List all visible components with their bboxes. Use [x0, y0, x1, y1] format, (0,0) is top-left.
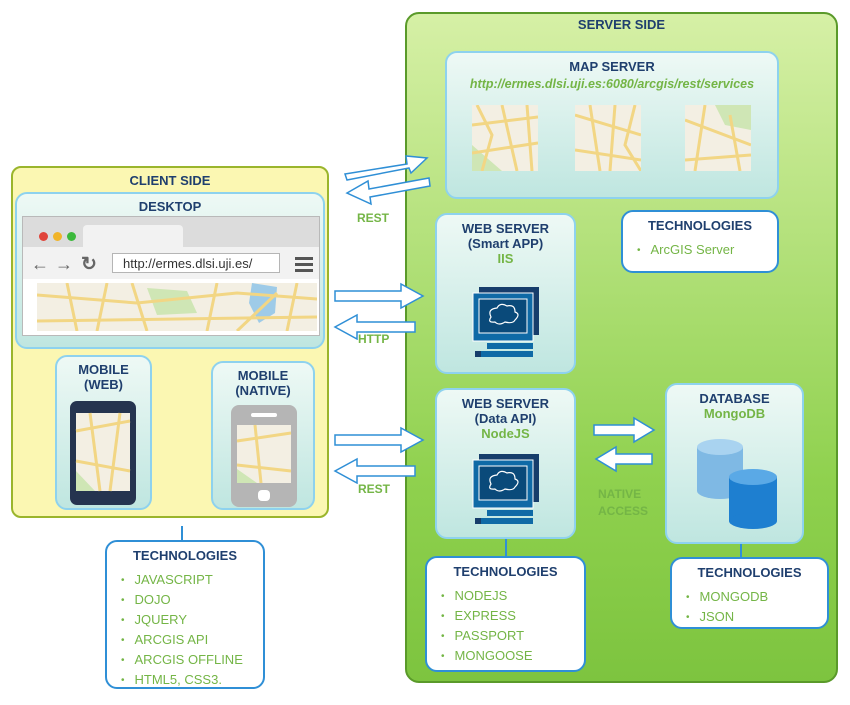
http-arrows [333, 282, 425, 340]
tech-item: MONGOOSE [441, 647, 584, 667]
web-server-title: WEB SERVER [461, 221, 550, 236]
rest-data-arrows [333, 426, 425, 484]
tech-title: TECHNOLOGIES [453, 564, 558, 579]
web-server-subtitle: (Data API) [474, 411, 537, 426]
tech-item: PASSPORT [441, 627, 584, 647]
maximize-dot-icon[interactable] [67, 232, 76, 241]
tech-item: ArcGIS Server [637, 241, 777, 261]
map-server-box: MAP SERVER http://ermes.dlsi.uji.es:6080… [445, 51, 779, 199]
database-cylinder-icon [697, 439, 777, 529]
rest-data-label: REST [358, 482, 391, 496]
desktop-box: DESKTOP ← → ↻ http://ermes.dlsi.uji.es/ [15, 192, 325, 349]
tech-item: JQUERY [121, 611, 263, 631]
rest-map-label: REST [357, 211, 390, 225]
close-dot-icon[interactable] [39, 232, 48, 241]
mobile-native-box: MOBILE (NATIVE) [211, 361, 315, 510]
server-computer-icon [472, 454, 539, 524]
desktop-title: DESKTOP [138, 199, 202, 214]
smartphone-icon [231, 405, 297, 507]
tech-item: JAVASCRIPT [121, 571, 263, 591]
database-box: DATABASE MongoDB [665, 383, 804, 544]
native-access-arrows [593, 416, 656, 473]
connector-line [505, 539, 507, 557]
mobile-web-title: MOBILE [78, 362, 129, 377]
tech-title: TECHNOLOGIES [697, 565, 802, 580]
data-api-tech-box: TECHNOLOGIES NODEJS EXPRESS PASSPORT MON… [425, 556, 586, 672]
native-access-label: ACCESS [598, 504, 649, 518]
tablet-icon [70, 401, 136, 505]
mobile-native-title: MOBILE [237, 368, 289, 383]
client-tech-box: TECHNOLOGIES JAVASCRIPT DOJO JQUERY ARCG… [105, 540, 265, 689]
web-server-smart-app-box: WEB SERVER (Smart APP) IIS [435, 213, 576, 374]
map-tile [575, 105, 641, 171]
tech-item: EXPRESS [441, 607, 584, 627]
forward-arrow-icon[interactable]: → [55, 254, 73, 274]
tech-item: MONGODB [686, 588, 827, 608]
map-tile [685, 105, 751, 171]
rest-map-arrows [344, 155, 431, 206]
tech-title: TECHNOLOGIES [132, 548, 237, 563]
tech-item: ARCGIS API [121, 631, 263, 651]
minimize-dot-icon[interactable] [53, 232, 62, 241]
tech-item: ARCGIS OFFLINE [121, 651, 263, 671]
web-server-subtitle: (Smart APP) [467, 236, 544, 251]
browser-tab[interactable] [83, 225, 183, 247]
map-server-tech-box: TECHNOLOGIES ArcGIS Server [621, 210, 779, 273]
web-server-title: WEB SERVER [461, 396, 550, 411]
browser-map-view [37, 283, 317, 331]
server-side-label: SERVER SIDE [577, 17, 666, 32]
connector-line [181, 526, 183, 540]
reload-icon[interactable]: ↻ [81, 254, 97, 275]
native-access-label: NATIVE [598, 487, 642, 501]
tech-item: NODEJS [441, 587, 584, 607]
map-server-url: http://ermes.dlsi.uji.es:6080/arcgis/res… [469, 77, 755, 91]
http-label: HTTP [358, 332, 390, 346]
connector-line [740, 544, 742, 558]
back-arrow-icon[interactable]: ← [31, 254, 49, 274]
address-bar[interactable]: http://ermes.dlsi.uji.es/ [112, 253, 280, 273]
web-server-tech: IIS [497, 251, 514, 266]
database-tech-box: TECHNOLOGIES MONGODB JSON [670, 557, 829, 629]
map-server-title: MAP SERVER [569, 59, 655, 74]
mobile-web-subtitle: (WEB) [84, 377, 123, 392]
tech-item: HTML5, CSS3. [121, 671, 263, 691]
browser-window: ← → ↻ http://ermes.dlsi.uji.es/ [22, 216, 320, 336]
database-tech: MongoDB [703, 406, 766, 421]
database-title: DATABASE [699, 391, 770, 406]
web-server-tech: NodeJS [481, 426, 530, 441]
client-side-label: CLIENT SIDE [129, 173, 211, 188]
web-server-data-api-box: WEB SERVER (Data API) NodeJS [435, 388, 576, 539]
menu-icon[interactable] [295, 257, 313, 260]
mobile-native-subtitle: (NATIVE) [235, 383, 291, 398]
map-tile [472, 105, 538, 171]
server-computer-icon [472, 287, 539, 357]
mobile-web-box: MOBILE (WEB) [55, 355, 152, 510]
tech-item: JSON [686, 608, 827, 628]
tech-item: DOJO [121, 591, 263, 611]
tech-title: TECHNOLOGIES [647, 218, 752, 233]
